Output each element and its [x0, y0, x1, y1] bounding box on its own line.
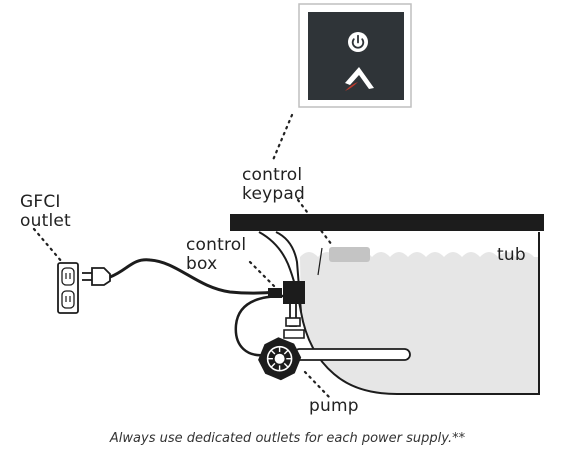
control-box-label-line1: control	[186, 235, 247, 255]
control-keypad-label-line2: keypad	[242, 184, 305, 204]
gfci-leader	[32, 227, 64, 264]
keypad-panel	[308, 12, 404, 100]
gfci-label: GFCI outlet	[20, 193, 71, 231]
caption: Always use dedicated outlets for each po…	[109, 431, 466, 446]
return-pipe	[293, 348, 411, 361]
pump-leader	[303, 370, 332, 400]
pump-icon	[258, 337, 302, 381]
control-box	[268, 281, 305, 304]
tub-water	[300, 252, 539, 394]
pump-label: pump	[309, 396, 359, 416]
pump-plumbing	[283, 304, 411, 361]
control-box-leader	[248, 260, 276, 288]
power-cord	[109, 258, 279, 295]
keypad-leader	[271, 113, 294, 162]
pump-cable	[234, 294, 284, 357]
power-icon	[348, 32, 368, 52]
brand-logo-icon	[345, 67, 374, 91]
control-keypad-label: control keypad	[242, 166, 305, 204]
control-keypad-label-line1: control	[242, 165, 303, 185]
control-box-label-line2: box	[186, 254, 218, 274]
control-keypad	[329, 247, 370, 262]
plug-icon	[82, 267, 111, 286]
tub-rim	[230, 214, 544, 231]
keypad-closeup	[298, 3, 412, 108]
tub-liner	[317, 247, 323, 276]
control-box-label: control box	[186, 236, 246, 274]
gfci-label-line2: outlet	[20, 211, 71, 231]
tub-label: tub	[497, 245, 526, 265]
gfci-label-line1: GFCI	[20, 192, 61, 212]
outlet-icon	[57, 262, 79, 314]
